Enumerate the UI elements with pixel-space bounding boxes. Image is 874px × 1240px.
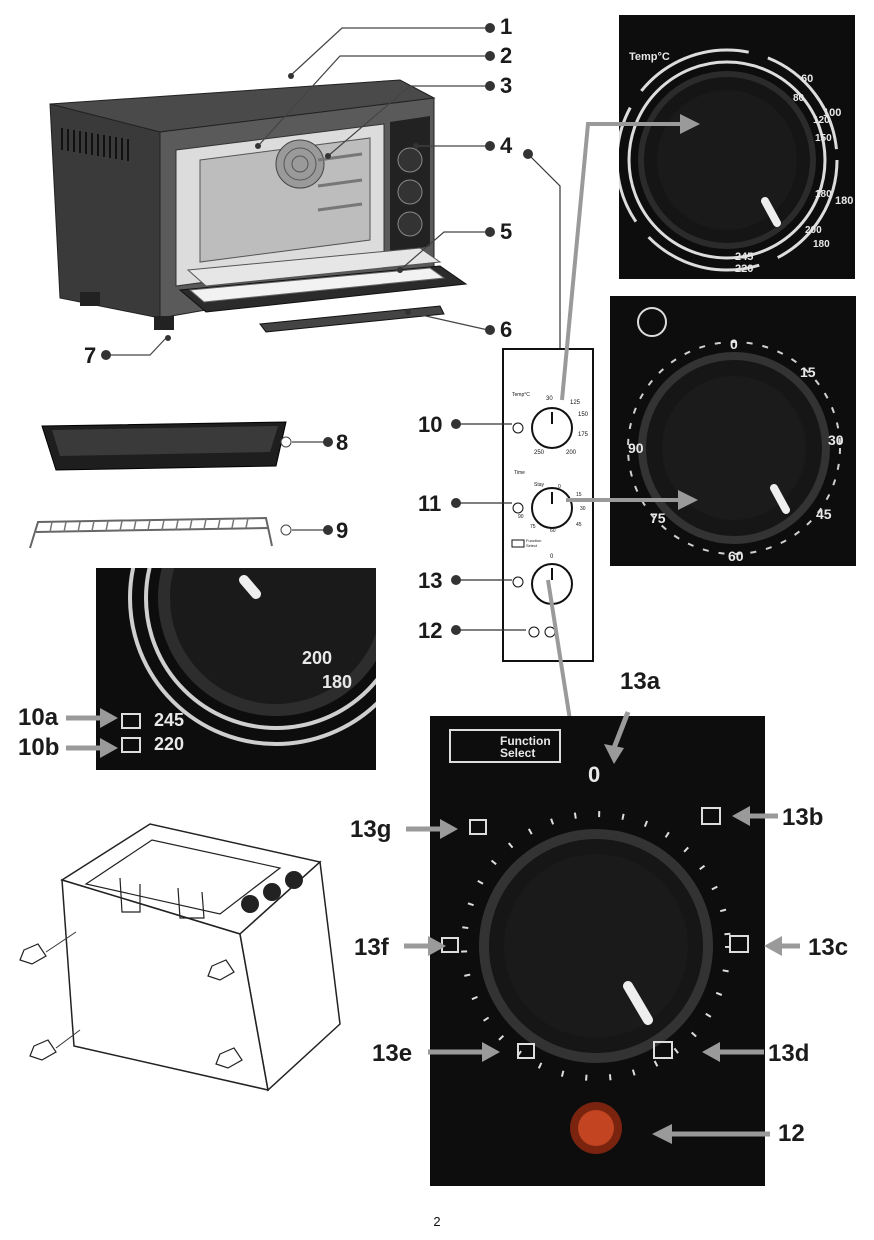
callout-13: 13 <box>418 568 443 593</box>
callout-2: 2 <box>500 43 513 68</box>
panel-time-30: 30 <box>580 506 586 512</box>
timer-mark-0: 0 <box>730 336 738 352</box>
callout-6: 6 <box>500 317 513 342</box>
temp-mark-150: 150 <box>815 133 832 144</box>
panel-func-label-2: Select <box>526 543 538 548</box>
timer-mark-15: 15 <box>800 364 816 380</box>
zoom-temp-photo: 200 180 245 220 <box>96 568 376 770</box>
zoom-temp-200: 200 <box>302 648 333 668</box>
panel-temp-label: Temp°C <box>512 392 530 398</box>
temp-mark-200: 200 <box>805 225 822 236</box>
callout-12-indicator: 12 <box>778 1120 805 1147</box>
panel-time-label: Time <box>514 470 525 476</box>
panel-temp-mark-175: 175 <box>578 432 589 438</box>
function-title-2: Select <box>500 746 536 760</box>
panel-temp-mark-30: 30 <box>546 396 553 402</box>
panel-time-45: 45 <box>576 522 582 528</box>
temp-dial-title: Temp°C <box>629 51 670 63</box>
temp-mark-180b: 180 <box>815 189 832 200</box>
callout-9: 9 <box>336 518 349 543</box>
panel-time-0: 0 <box>558 484 561 490</box>
temp-mark-245: 245 <box>735 251 754 263</box>
temp-mark-100: 100 <box>823 107 842 119</box>
temp-mark-180a: 180 <box>835 195 854 207</box>
callout-11: 11 <box>418 491 442 516</box>
panel-temp-mark-125: 125 <box>570 400 581 406</box>
function-dial-photo: Function Select 0 <box>430 716 765 1186</box>
panel-time-15: 15 <box>576 492 582 498</box>
timer-mark-90: 90 <box>628 440 644 456</box>
timer-mark-75: 75 <box>650 510 666 526</box>
zoom-temp-245: 245 <box>154 710 185 730</box>
panel-func-label-1: Function <box>526 538 542 543</box>
panel-time-75: 75 <box>530 524 536 530</box>
function-title-1: Function <box>500 734 551 748</box>
temp-mark-60: 60 <box>801 73 814 85</box>
temp-mark-120: 120 <box>813 115 830 126</box>
callout-13b: 13b <box>782 804 824 831</box>
timer-mark-60: 60 <box>728 548 744 564</box>
control-panel-diagram: Temp°C 30 125 150 175 200 250 Time Stay … <box>502 348 594 662</box>
callout-7: 7 <box>84 343 97 368</box>
callout-13c: 13c <box>808 934 849 961</box>
callout-4: 4 <box>500 133 513 158</box>
temp-mark-80: 80 <box>793 93 805 104</box>
zoom-temp-220: 220 <box>154 734 185 754</box>
timer-mark-45: 45 <box>816 506 832 522</box>
callout-10: 10 <box>418 412 443 437</box>
temp-mark-180c: 180 <box>813 239 830 250</box>
panel-temp-mark-250: 250 <box>534 450 545 456</box>
temp-mark-220: 220 <box>735 263 754 275</box>
function-zero: 0 <box>588 762 601 787</box>
panel-temp-mark-150: 150 <box>578 412 589 418</box>
panel-temp-mark-200: 200 <box>566 450 577 456</box>
callout-12: 12 <box>418 618 443 643</box>
callout-5: 5 <box>500 219 513 244</box>
callout-10b: 10b <box>18 734 60 761</box>
callout-3: 3 <box>500 73 513 98</box>
callout-13g: 13g <box>350 816 392 843</box>
callout-13d: 13d <box>768 1040 810 1067</box>
panel-func-zero: 0 <box>550 554 554 560</box>
panel-time-90: 90 <box>518 514 524 520</box>
timer-mark-30: 30 <box>828 432 844 448</box>
callout-1: 1 <box>500 14 513 39</box>
callout-10a: 10a <box>18 704 59 731</box>
callout-13a: 13a <box>620 668 661 695</box>
page-number: 2 <box>433 1214 441 1229</box>
callout-13f: 13f <box>354 934 389 961</box>
panel-time-stay: Stay <box>534 482 545 488</box>
zoom-temp-180: 180 <box>322 672 353 692</box>
timer-dial-photo: 0 15 30 45 60 75 90 <box>610 296 856 566</box>
callout-8: 8 <box>336 430 349 455</box>
callout-13e: 13e <box>372 1040 413 1067</box>
panel-time-60: 60 <box>550 528 556 534</box>
